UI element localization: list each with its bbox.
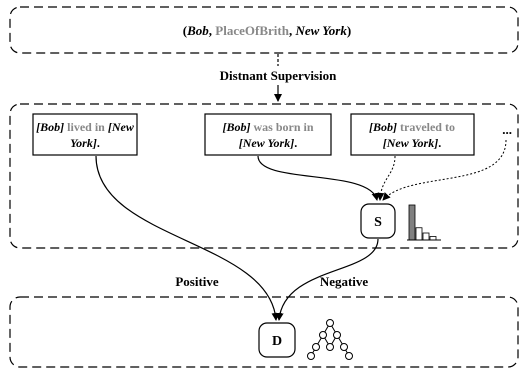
sentence-3-line-1: [Bob] traveled to (369, 120, 455, 134)
negative-label: Negative (320, 274, 369, 289)
edge-sentence-2-to-selector (257, 155, 380, 201)
discriminator-label: D (272, 334, 282, 349)
sentence-3-line-2: [New York]. (383, 136, 441, 150)
histogram-bar (415, 227, 423, 241)
discriminator-region (9, 296, 519, 368)
discriminator-node (258, 322, 296, 358)
sentence-2-line-1: [Bob] was born in (222, 120, 313, 134)
triple-text: (Bob, PlaceOfBrith, New York) (183, 23, 351, 38)
selector-label: S (374, 215, 382, 230)
positive-edge (95, 155, 280, 321)
sentence-2-line-2: [New York]. (239, 136, 297, 150)
distant-supervision-label: Distnant Supervision (220, 68, 337, 83)
tree-network-icon (307, 319, 353, 360)
histogram-bar (422, 232, 430, 241)
edge-more-to-selector (382, 139, 507, 201)
sentence-1-line-2: York]. (70, 136, 100, 150)
triple-region (9, 6, 519, 54)
positive-label: Positive (175, 274, 219, 289)
histogram-bar (408, 204, 416, 241)
selector-node (360, 203, 396, 239)
negative-edge (275, 238, 379, 321)
bar-histogram-icon (407, 204, 441, 241)
sentence-1-line-1: [Bob] lived in [New (36, 120, 135, 134)
sentence-box-3 (350, 113, 475, 156)
more-sentences-ellipsis: ... (502, 122, 512, 137)
edge-sentence-3-to-selector (376, 155, 396, 201)
histogram-bar (429, 236, 437, 241)
sentence-box-2 (204, 113, 332, 156)
sentence-region (9, 103, 519, 249)
sentence-box-1 (32, 113, 138, 156)
